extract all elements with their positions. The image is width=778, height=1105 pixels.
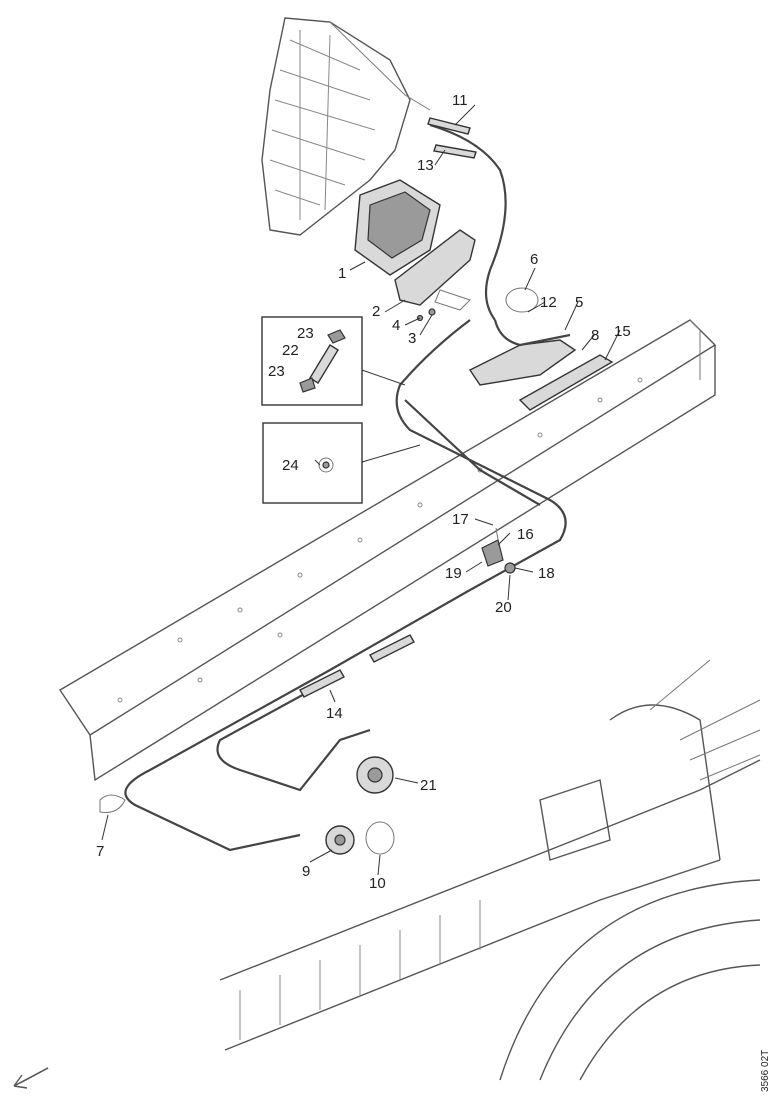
callout-14: 14 <box>326 705 343 722</box>
callout-23b: 23 <box>268 363 285 380</box>
inset-box-22-23 <box>261 316 363 406</box>
callout-12: 12 <box>540 294 557 311</box>
callout-5: 5 <box>575 294 583 311</box>
callout-9: 9 <box>302 863 310 880</box>
callout-21: 21 <box>420 777 437 794</box>
upper-cable <box>427 117 507 321</box>
callout-13: 13 <box>417 157 434 174</box>
callout-2: 2 <box>372 303 380 320</box>
callout-20: 20 <box>495 599 512 616</box>
inset-box-24 <box>262 422 363 504</box>
callout-19: 19 <box>445 565 462 582</box>
rear-brake-parts <box>99 756 395 855</box>
reference-code: 3566 02T <box>760 1050 771 1092</box>
callout-22: 22 <box>282 342 299 359</box>
callout-16: 16 <box>517 526 534 543</box>
callout-18: 18 <box>538 565 555 582</box>
callout-8: 8 <box>591 327 599 344</box>
cable-sleeves <box>299 634 415 698</box>
callout-3: 3 <box>408 330 416 347</box>
callout-15: 15 <box>614 323 631 340</box>
callout-23a: 23 <box>297 325 314 342</box>
callout-1: 1 <box>338 265 346 282</box>
callout-17: 17 <box>452 511 469 528</box>
wheel-arch-body <box>219 659 761 1081</box>
callout-6: 6 <box>530 251 538 268</box>
equalizer-assembly <box>468 287 614 411</box>
callout-7: 7 <box>96 843 104 860</box>
direction-arrow-icon <box>13 1067 49 1089</box>
callout-11: 11 <box>452 92 468 109</box>
lever-assembly <box>354 179 476 322</box>
seat-structure <box>261 17 431 236</box>
clip-assembly <box>481 527 516 574</box>
callout-4: 4 <box>392 317 400 334</box>
callout-10: 10 <box>369 875 386 892</box>
chassis-rail <box>59 319 717 782</box>
callout-24: 24 <box>282 457 299 474</box>
leader-lines <box>101 104 621 876</box>
callout-labels: 1 2 3 4 5 6 7 8 9 10 11 12 13 14 15 16 1… <box>96 92 631 892</box>
main-brake-cable <box>124 319 567 852</box>
